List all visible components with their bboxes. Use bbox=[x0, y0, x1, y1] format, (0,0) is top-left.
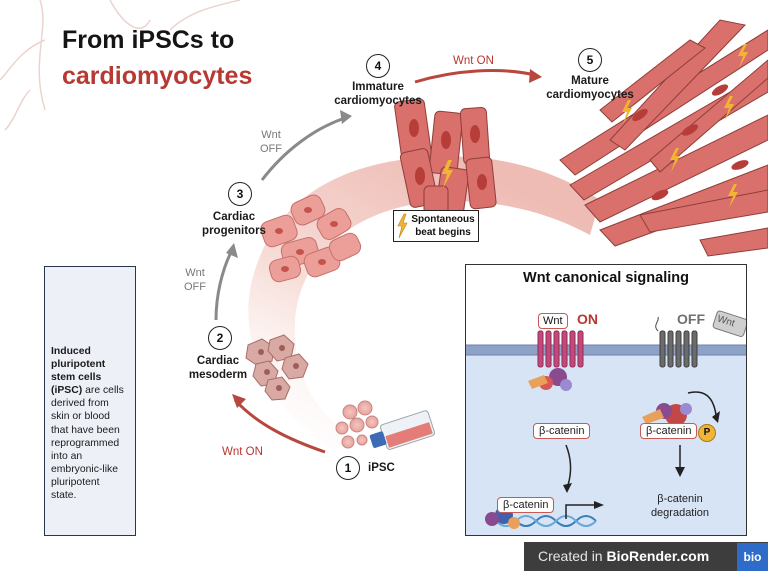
spontaneous-line2: beat begins bbox=[415, 227, 471, 238]
vessel-lines bbox=[0, 0, 241, 131]
info-bold-3: stem cells bbox=[51, 372, 102, 384]
receptor-on bbox=[537, 330, 584, 368]
step-4-number: 4 bbox=[366, 54, 390, 78]
step-1-label: iPSC bbox=[368, 462, 395, 474]
step-5-label: Mature cardiomyocytes bbox=[534, 74, 646, 102]
step-3-number: 3 bbox=[228, 182, 252, 206]
arrow-1-to-2 bbox=[233, 398, 326, 454]
info-line-7: skin or blood bbox=[51, 411, 110, 423]
step-3-label: Cardiac progenitors bbox=[184, 210, 284, 238]
info-line-10: into an bbox=[51, 450, 83, 462]
info-line-11: embryonic-like bbox=[51, 463, 118, 475]
step-5-number: 5 bbox=[578, 48, 602, 72]
watermark-text: Created in BioRender.com bbox=[538, 548, 709, 564]
destruction-complex-off bbox=[642, 403, 692, 426]
lightning-icon bbox=[397, 213, 408, 239]
ipsc-info-box bbox=[44, 266, 136, 536]
wnt-tag-off-shape bbox=[712, 310, 746, 337]
wnt-off-label-1: Wnt OFF bbox=[178, 266, 212, 294]
wnt-on-label-1: Wnt ON bbox=[222, 446, 263, 458]
info-bold-4: (iPSC) bbox=[51, 385, 83, 397]
receptor-off bbox=[659, 330, 698, 368]
off-label: OFF bbox=[677, 311, 705, 327]
wnt-signaling-panel bbox=[465, 264, 747, 536]
step-2-label-line2: mesoderm bbox=[188, 369, 248, 381]
on-label: ON bbox=[577, 311, 598, 327]
beta-catenin-phosphorylated: β-catenin bbox=[640, 423, 698, 439]
wnt-off-1-line1: Wnt bbox=[185, 267, 205, 279]
degradation-label: β-catenin degradation bbox=[630, 492, 730, 520]
watermark-created: Created in bbox=[538, 548, 607, 564]
phosphate-badge: P bbox=[698, 424, 716, 442]
step-1-number: 1 bbox=[336, 456, 360, 480]
wnt-off-2-line2: OFF bbox=[260, 143, 282, 155]
info-bold-1: Induced bbox=[51, 346, 91, 357]
wnt-on-label-2: Wnt ON bbox=[453, 55, 494, 67]
step-3-label-line2: progenitors bbox=[202, 225, 266, 237]
spontaneous-line1: Spontaneous bbox=[411, 214, 475, 225]
wnt-tag-on: Wnt bbox=[538, 313, 568, 329]
mature-cardiomyocytes bbox=[559, 19, 768, 257]
biorender-logo: bio bbox=[737, 543, 768, 571]
info-rest-1: are cells bbox=[82, 385, 124, 397]
destruction-complex-on bbox=[528, 368, 572, 391]
culture-flask-icon bbox=[369, 410, 436, 450]
step-4-label: Immature cardiomyocytes bbox=[322, 80, 434, 108]
info-bold-2: pluripotent bbox=[51, 359, 106, 371]
wnt-off-2-line1: Wnt bbox=[261, 129, 281, 141]
step-2-label: Cardiac mesoderm bbox=[178, 354, 258, 382]
step-2-label-line1: Cardiac bbox=[196, 355, 240, 367]
wnt-panel-title: Wnt canonical signaling bbox=[523, 270, 689, 286]
title-line-1: From iPSCs to bbox=[62, 26, 235, 54]
step-5-label-line2: cardiomyocytes bbox=[546, 89, 634, 101]
step-5-label-line1: Mature bbox=[571, 75, 609, 87]
spontaneous-beat-text: Spontaneous beat begins bbox=[408, 213, 478, 239]
immature-cardiomyocytes bbox=[394, 98, 497, 220]
arrow-3-to-4 bbox=[260, 116, 346, 181]
beat-lightning-icon bbox=[442, 160, 453, 188]
info-line-9: reprogrammed bbox=[51, 437, 120, 449]
ipsc-cells bbox=[335, 400, 379, 449]
wnt-panel-artwork bbox=[466, 265, 746, 529]
arrow-2-to-3 bbox=[214, 249, 234, 321]
ipsc-info-text: Induced pluripotent stem cells (iPSC) ar… bbox=[51, 345, 135, 502]
info-line-13: state. bbox=[51, 490, 77, 502]
info-line-8: that have been bbox=[51, 424, 120, 436]
wnt-off-label-2: Wnt OFF bbox=[254, 128, 288, 156]
step-3-label-line1: Cardiac bbox=[212, 211, 256, 223]
step-4-label-line2: cardiomyocytes bbox=[334, 95, 422, 107]
spontaneous-beat-box bbox=[393, 210, 479, 242]
title-line-2: cardiomyocytes bbox=[62, 62, 253, 90]
beta-catenin-stabilized: β-catenin bbox=[533, 423, 591, 439]
info-line-12: pluripotent bbox=[51, 476, 100, 488]
info-line-6: derived from bbox=[51, 398, 109, 410]
biorender-watermark bbox=[524, 542, 768, 571]
step-2-number: 2 bbox=[208, 326, 232, 350]
degradation-line2: degradation bbox=[650, 507, 710, 519]
step-4-label-line1: Immature bbox=[352, 81, 404, 93]
arrow-4-to-5 bbox=[414, 69, 536, 84]
beta-catenin-nuclear: β-catenin bbox=[497, 497, 555, 513]
wnt-off-1-line2: OFF bbox=[184, 281, 206, 293]
watermark-brand: BioRender.com bbox=[606, 548, 710, 564]
degradation-line1: β-catenin bbox=[657, 493, 703, 505]
